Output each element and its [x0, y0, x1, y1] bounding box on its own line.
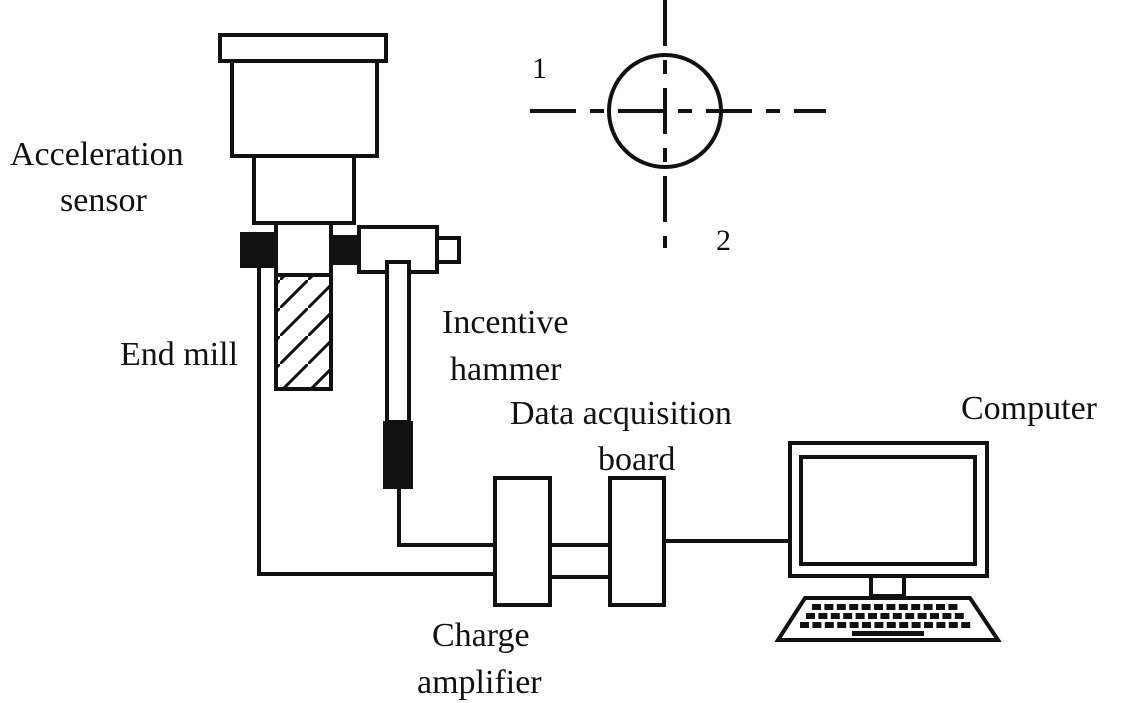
keyboard-key — [892, 613, 902, 619]
hammer-handle — [385, 260, 411, 424]
keyboard-key — [911, 622, 921, 628]
keyboard-key — [948, 604, 958, 610]
keyboard-key — [812, 604, 821, 610]
label-end-mill: End mill — [120, 336, 238, 373]
keyboard-key — [874, 622, 884, 628]
label-incentive-hammer-line1: Incentive — [442, 304, 569, 341]
keyboard-key — [942, 613, 952, 619]
keyboard-key — [868, 613, 877, 619]
keyboard-key — [961, 622, 971, 628]
spindle-cap — [218, 33, 388, 63]
keyboard-key — [930, 613, 939, 619]
label-acceleration-sensor-line1: Acceleration — [10, 136, 184, 173]
label-data-acquisition-line1: Data acquisition — [510, 395, 732, 432]
keyboard-key — [830, 613, 840, 619]
label-charge-amplifier-line2: amplifier — [417, 664, 542, 701]
sensor-cable — [257, 267, 495, 576]
label-acceleration-sensor-line2: sensor — [60, 182, 148, 219]
keyboard-key — [936, 622, 946, 628]
keyboard-key — [843, 613, 853, 619]
end-mill-body — [274, 273, 333, 391]
keyboard-key — [948, 622, 958, 628]
keyboard-key — [917, 613, 927, 619]
keyboard-key — [836, 604, 846, 610]
incentive-hammer — [357, 225, 461, 489]
keyboard-key — [924, 622, 933, 628]
keyboard-key — [923, 604, 933, 610]
keyboard-key — [886, 622, 896, 628]
spindle-assembly — [218, 33, 388, 391]
label-incentive-hammer-line2: hammer — [450, 351, 562, 388]
keyboard-key — [911, 604, 921, 610]
computer — [774, 441, 1002, 642]
keyboard-key — [818, 613, 828, 619]
keyboard-spacebar — [852, 631, 924, 636]
acceleration-sensor — [240, 232, 277, 268]
keyboard-key — [936, 604, 945, 610]
keyboard-key — [849, 604, 859, 610]
keyboard-key — [862, 622, 871, 628]
keyboard-key — [874, 604, 883, 610]
keyboard-key — [812, 622, 822, 628]
label-charge-amplifier-line1: Charge — [432, 617, 530, 654]
hammer-grip — [383, 421, 413, 489]
label-direction-2: 2 — [716, 224, 731, 257]
spindle-body — [230, 59, 379, 158]
hammer-tip — [435, 236, 461, 264]
keyboard-keys — [800, 604, 971, 636]
keyboard-key — [905, 613, 915, 619]
data-acquisition-board-box — [608, 476, 666, 607]
keyboard-key — [824, 604, 834, 610]
keyboard-key — [954, 613, 964, 619]
monitor-stand — [869, 574, 906, 598]
hammer-cable — [397, 488, 495, 547]
keyboard-key — [800, 622, 809, 628]
collet — [274, 221, 333, 277]
keyboard-key — [849, 622, 859, 628]
keyboard-key — [886, 604, 896, 610]
tool-holder — [252, 154, 356, 225]
label-direction-1: 1 — [532, 52, 547, 85]
direction-indicator — [530, 0, 826, 248]
hammer-contact-block — [330, 235, 360, 265]
keyboard-key — [824, 622, 834, 628]
keyboard-key — [861, 604, 871, 610]
label-data-acquisition-line2: board — [598, 441, 675, 478]
charge-amplifier-box — [493, 476, 552, 607]
keyboard-key — [899, 622, 909, 628]
keyboard-key — [898, 604, 908, 610]
label-computer: Computer — [961, 390, 1098, 427]
keyboard-key — [806, 613, 815, 619]
keyboard-key — [837, 622, 847, 628]
monitor-screen — [799, 455, 977, 566]
keyboard-key — [855, 613, 865, 619]
keyboard-key — [880, 613, 890, 619]
